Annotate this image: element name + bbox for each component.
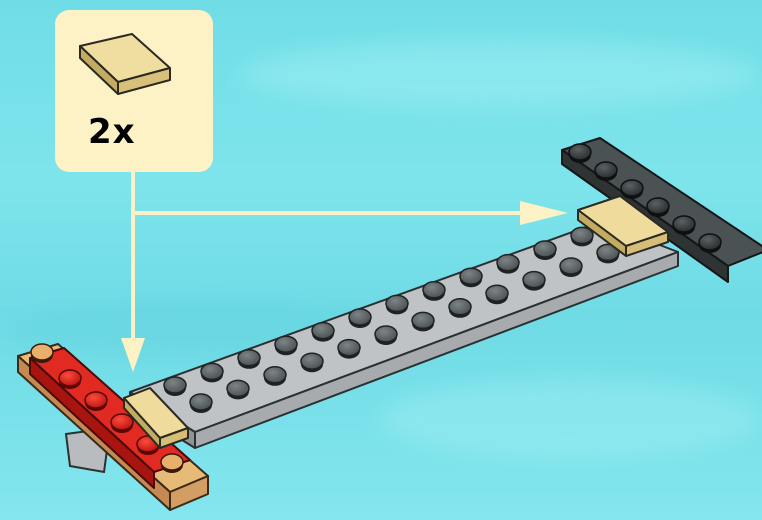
stud (160, 453, 184, 473)
stud (348, 308, 372, 328)
stud (84, 391, 108, 411)
grey-plate-studs (163, 226, 620, 413)
stud (263, 366, 287, 386)
stud (568, 143, 592, 163)
stud (200, 362, 224, 383)
stud (596, 243, 620, 264)
tile-part-icon (79, 33, 171, 95)
stud (110, 413, 134, 433)
stud (459, 267, 483, 288)
stud (485, 284, 509, 305)
tan-tile-right (577, 195, 669, 257)
stud (300, 352, 324, 373)
stud (698, 233, 722, 253)
stud (274, 335, 298, 356)
stud (422, 281, 446, 301)
stud (448, 298, 472, 318)
stud (385, 294, 409, 315)
tan-tile-left (123, 387, 189, 449)
stud (337, 338, 361, 359)
stud (533, 240, 557, 260)
quantity-label: 2x (88, 112, 136, 152)
stud (594, 161, 618, 181)
stud (374, 325, 398, 345)
stud (646, 197, 670, 217)
red-plate-studs (30, 343, 184, 473)
stud (30, 343, 54, 363)
background-streak (380, 380, 760, 460)
stud (496, 253, 520, 274)
stud (311, 321, 335, 342)
stud (570, 226, 594, 247)
stud (411, 311, 435, 332)
arrow-down-icon (121, 338, 145, 372)
arrow-right-icon (520, 201, 568, 225)
placement-arrows (121, 172, 568, 372)
stud (237, 349, 261, 369)
stud (189, 393, 213, 413)
dark-plate-studs (568, 143, 722, 253)
stud (58, 369, 82, 389)
stud (559, 257, 583, 277)
background-streak (240, 40, 760, 110)
stud (672, 215, 696, 235)
grey-long-plate (129, 221, 679, 449)
stud (522, 270, 546, 291)
stud (163, 376, 187, 396)
stud (226, 379, 250, 400)
stud (620, 179, 644, 199)
